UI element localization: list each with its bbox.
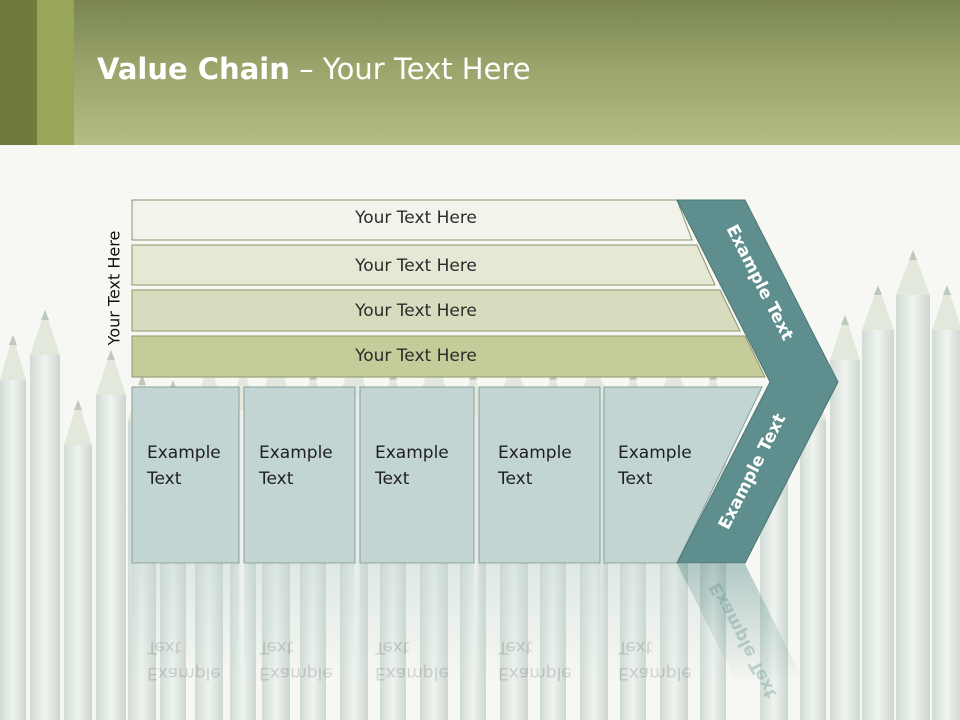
reflection-box-3: [360, 564, 474, 684]
reflection-box-1: [132, 564, 239, 684]
header-accent-strip-light: [37, 0, 74, 145]
value-arrow: [676, 199, 839, 564]
title-rest: – Your Text Here: [289, 52, 531, 86]
pencil-lead: [909, 250, 917, 260]
primary-box-4: [478, 386, 601, 564]
primary-box-2: [243, 386, 356, 564]
reflection-box-2: [244, 564, 355, 684]
pencil-body: [0, 380, 26, 720]
title-bold: Value Chain: [97, 52, 290, 86]
pencil-tip: [64, 400, 92, 445]
pencil-tip: [896, 250, 930, 295]
primary-box-3: [359, 386, 475, 564]
pencil-lead: [9, 335, 17, 345]
pencil-tip: [862, 285, 894, 330]
support-bar-3: [131, 289, 741, 332]
side-label: Your Text Here: [104, 230, 124, 346]
pencil-lead: [107, 350, 115, 360]
pencil-lead: [41, 310, 49, 320]
pencil-body: [30, 355, 60, 720]
pencil-tip: [0, 335, 26, 380]
pencil-tip: [96, 350, 126, 395]
header-accent-strip-dark: [0, 0, 37, 145]
pencil-tip: [30, 310, 60, 355]
pencil-body: [800, 420, 826, 720]
pencil-body: [64, 445, 92, 720]
pencil-lead: [74, 400, 82, 410]
reflection-box-4: [479, 564, 600, 684]
support-bar-1: [131, 199, 693, 241]
support-bar-2: [131, 244, 716, 286]
pencil-body: [862, 330, 894, 720]
reflection-arrow: [677, 564, 805, 684]
pencil-tip: [932, 285, 960, 330]
bar-label-3: Your Text Here: [355, 301, 477, 321]
primary-box-1: [131, 386, 240, 564]
pencil-lead: [138, 375, 146, 385]
slide-title: Value Chain – Your Text Here: [97, 52, 531, 86]
pencil-lead: [874, 285, 882, 295]
pencil-lead: [943, 285, 951, 295]
bar-label-4: Your Text Here: [355, 346, 477, 366]
pencil-body: [830, 360, 860, 720]
reflection-box-5: [604, 564, 735, 684]
pencil-body: [896, 295, 930, 720]
pencil-lead: [841, 315, 849, 325]
support-bar-4: [131, 335, 766, 378]
pencil-tip: [830, 315, 860, 360]
pencil-body: [932, 330, 960, 720]
pencil-body: [96, 395, 126, 720]
bar-label-1: Your Text Here: [355, 208, 477, 228]
bar-label-2: Your Text Here: [355, 256, 477, 276]
header-banner: Value Chain – Your Text Here: [0, 0, 960, 145]
